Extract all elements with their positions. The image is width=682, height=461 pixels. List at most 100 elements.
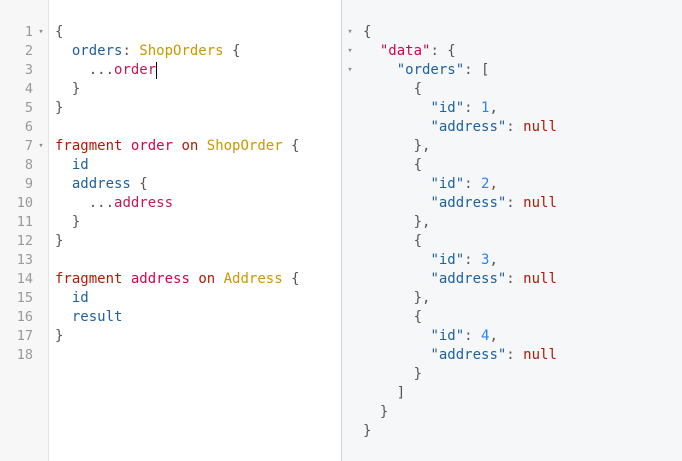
json-token-number: 2 [481, 176, 490, 192]
token-field: id [71, 157, 89, 173]
json-token-punct: } [363, 366, 423, 382]
result-line: { [342, 232, 682, 251]
result-text: } [363, 422, 371, 441]
json-token-punct [363, 347, 430, 363]
code-line[interactable]: 11 } [0, 213, 341, 232]
line-number: 5 [24, 100, 33, 116]
code-line[interactable]: 2 orders: ShopOrders { [0, 42, 341, 61]
token-punct [55, 290, 72, 306]
result-line: { [342, 308, 682, 327]
result-text: { [363, 308, 422, 327]
result-line: "id": 2, [342, 175, 682, 194]
json-token-key: "address" [430, 119, 507, 135]
line-number: 1 [24, 24, 33, 40]
json-token-key: "id" [430, 100, 465, 116]
json-token-punct: : [464, 252, 482, 268]
result-text: { [363, 80, 422, 99]
json-token-punct: }, [363, 214, 431, 230]
json-token-punct: }, [363, 290, 431, 306]
code-line[interactable]: 5} [0, 99, 341, 118]
code-line[interactable]: 1 ▾ { [0, 23, 341, 42]
line-number: 9 [24, 176, 33, 192]
result-line: "id": 4, [342, 327, 682, 346]
code-line[interactable]: 6 [0, 118, 341, 137]
fold-arrow-icon[interactable]: ▾ [38, 27, 44, 37]
result-line: "id": 3, [342, 251, 682, 270]
json-token-punct: : [464, 328, 482, 344]
line-number: 18 [16, 347, 33, 363]
token-punct: { [223, 43, 241, 59]
line-text: ...address [55, 194, 173, 213]
line-text: } [55, 213, 80, 232]
token-punct [198, 138, 206, 154]
token-def: address [130, 271, 190, 287]
json-token-punct [363, 100, 430, 116]
json-token-punct: ] [363, 385, 406, 401]
fold-arrow-icon[interactable]: ▾ [347, 65, 353, 75]
fold-arrow-icon[interactable]: ▾ [347, 46, 353, 56]
token-fragname: address [114, 195, 174, 211]
json-token-key: "orders" [396, 62, 465, 78]
result-text: }, [363, 289, 431, 308]
result-text: { [363, 23, 371, 42]
code-line[interactable]: 9 address { [0, 175, 341, 194]
fold-arrow-icon[interactable]: ▾ [347, 27, 353, 37]
code-line[interactable]: 15 id [0, 289, 341, 308]
json-token-key: "id" [430, 252, 465, 268]
result-line: ▾{ [342, 23, 682, 42]
code-line[interactable]: 18 [0, 346, 341, 365]
json-token-punct [363, 176, 430, 192]
code-line[interactable]: 17} [0, 327, 341, 346]
code-line[interactable]: 3 ...order [0, 61, 341, 80]
token-field: orders [71, 43, 123, 59]
code-line[interactable]: 13 [0, 251, 341, 270]
json-token-punct: : { [430, 43, 456, 59]
line-number: 11 [16, 214, 33, 230]
line-text: } [55, 232, 63, 251]
result-text: "address": null [363, 346, 556, 365]
token-punct [55, 157, 72, 173]
line-number: 14 [16, 271, 33, 287]
code-line[interactable]: 8 id [0, 156, 341, 175]
pane-divider[interactable] [341, 0, 342, 461]
code-line[interactable]: 16 result [0, 308, 341, 327]
line-text: id [55, 289, 89, 308]
result-json-lines: ▾{▾ "data": {▾ "orders": [ { "id": 1, "a… [342, 23, 682, 441]
token-punct: { [55, 24, 64, 40]
result-text: } [363, 403, 388, 422]
result-line: "address": null [342, 118, 682, 137]
result-text: "orders": [ [363, 61, 490, 80]
json-token-null: null [523, 119, 557, 135]
line-text: } [55, 99, 63, 118]
code-line[interactable]: 10 ...address [0, 194, 341, 213]
json-token-key: "address" [430, 195, 507, 211]
result-text: "address": null [363, 118, 557, 137]
json-token-punct [363, 62, 397, 78]
token-field: id [71, 290, 89, 306]
json-token-key: "id" [430, 328, 465, 344]
result-line: }, [342, 213, 682, 232]
json-token-number: 4 [481, 328, 490, 344]
code-line[interactable]: 14 fragment address on Address { [0, 270, 341, 289]
line-text: orders: ShopOrders { [55, 42, 241, 61]
json-token-number: 3 [481, 252, 490, 268]
code-line[interactable]: 7▾fragment order on ShopOrder { [0, 137, 341, 156]
result-line: ▾ "orders": [ [342, 61, 682, 80]
token-def: order [130, 138, 174, 154]
json-token-punct: : [ [464, 62, 490, 78]
line-text: fragment address on Address { [55, 270, 300, 289]
json-token-punct: { [363, 309, 423, 325]
line-number: 8 [24, 157, 33, 173]
code-line[interactable]: 12} [0, 232, 341, 251]
token-punct: } [55, 214, 81, 230]
result-line: }, [342, 289, 682, 308]
json-token-punct: : [506, 195, 524, 211]
token-keyword: fragment [55, 138, 123, 154]
token-punct [122, 138, 130, 154]
fold-arrow-icon[interactable]: ▾ [38, 141, 44, 151]
token-punct [55, 43, 72, 59]
result-text: "id": 3, [363, 251, 497, 270]
code-line[interactable]: 4 } [0, 80, 341, 99]
